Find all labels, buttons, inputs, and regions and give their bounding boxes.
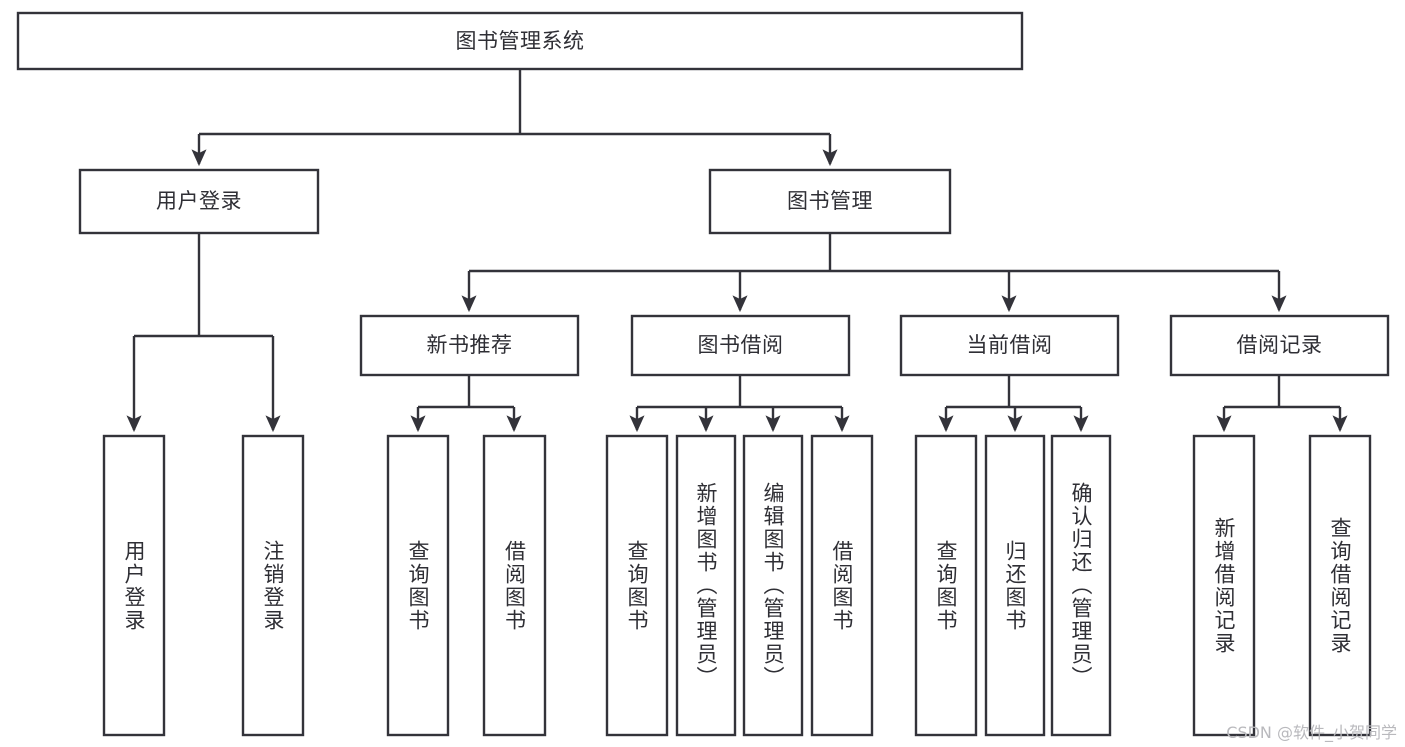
connector-root-to-level2	[191, 69, 838, 167]
node-box-leaf-add-record[interactable]	[1192, 434, 1256, 737]
node-box-root[interactable]	[16, 11, 1024, 71]
connector-book-manage-to-level3	[461, 233, 1287, 313]
node-box-leaf-logout[interactable]	[241, 434, 305, 737]
connector-book-borrow-to-leaves	[629, 375, 850, 433]
connector-user-login-to-leaves	[126, 233, 281, 433]
node-box-book-manage[interactable]	[708, 168, 952, 235]
connector-borrow-record-to-leaves	[1216, 375, 1348, 433]
node-box-new-book-recommend[interactable]	[359, 314, 580, 377]
node-box-leaf-user-login[interactable]	[102, 434, 166, 737]
node-box-leaf-add-book[interactable]	[675, 434, 737, 737]
node-box-leaf-query-book-3[interactable]	[914, 434, 978, 737]
node-box-book-borrow[interactable]	[630, 314, 851, 377]
node-box-borrow-record[interactable]	[1169, 314, 1390, 377]
connector-new-book-rec-to-leaves	[410, 375, 522, 433]
node-box-leaf-borrow-book-1[interactable]	[482, 434, 547, 737]
node-box-leaf-borrow-book-2[interactable]	[810, 434, 874, 737]
watermark-text: CSDN @软件_小贺同学	[1226, 723, 1397, 742]
node-box-current-borrow[interactable]	[899, 314, 1120, 377]
connector-current-borrow-to-leaves	[938, 375, 1089, 433]
node-box-leaf-edit-book[interactable]	[742, 434, 804, 737]
node-box-leaf-query-book-1[interactable]	[386, 434, 450, 737]
node-box-leaf-query-record[interactable]	[1308, 434, 1372, 737]
node-box-leaf-confirm-return[interactable]	[1050, 434, 1112, 737]
node-box-user-login[interactable]	[78, 168, 320, 235]
node-box-leaf-query-book-2[interactable]	[605, 434, 669, 737]
node-box-leaf-return-book[interactable]	[984, 434, 1046, 737]
